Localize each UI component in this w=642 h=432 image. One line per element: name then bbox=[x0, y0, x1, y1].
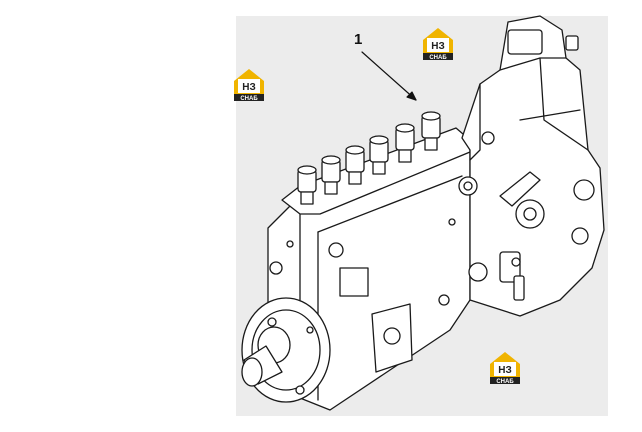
delivery-valve-holders bbox=[297, 111, 441, 205]
side-fittings bbox=[458, 176, 525, 301]
svg-text:СНАБ: СНАБ bbox=[496, 379, 514, 385]
governor-housing bbox=[461, 15, 605, 317]
valve-holder-2 bbox=[321, 155, 341, 195]
valve-holder-4 bbox=[369, 135, 389, 175]
body-details bbox=[269, 218, 456, 373]
hz-snab-watermark-logo: НЗ СНАБ bbox=[234, 69, 264, 102]
valve-holder-1 bbox=[297, 165, 317, 205]
svg-text:СНАБ: СНАБ bbox=[240, 96, 258, 102]
callout-leader-1 bbox=[361, 51, 417, 101]
drive-flange bbox=[241, 297, 331, 403]
valve-holder-5 bbox=[395, 123, 415, 163]
hz-snab-watermark-logo: НЗ СНАБ bbox=[423, 28, 453, 61]
svg-text:НЗ: НЗ bbox=[242, 82, 256, 93]
svg-text:НЗ: НЗ bbox=[498, 365, 512, 376]
valve-holder-3 bbox=[345, 145, 365, 185]
hz-snab-watermark-logo: НЗ СНАБ bbox=[490, 352, 520, 385]
svg-text:НЗ: НЗ bbox=[431, 41, 445, 52]
drive-shaft bbox=[241, 345, 283, 387]
valve-holder-6 bbox=[421, 111, 441, 151]
callout-number-1: 1 bbox=[354, 31, 363, 48]
svg-text:СНАБ: СНАБ bbox=[429, 55, 447, 61]
